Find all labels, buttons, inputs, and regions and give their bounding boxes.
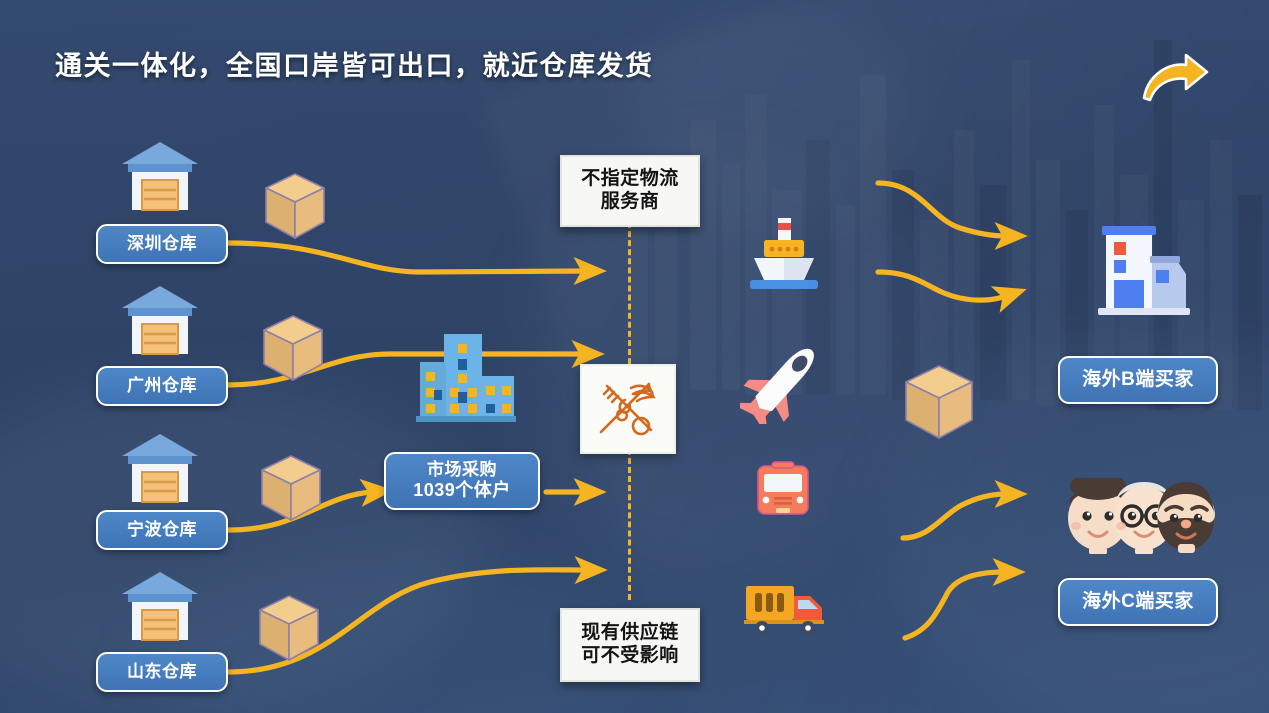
warehouse-icon	[118, 430, 202, 504]
buyer-label: 海外B端买家	[1082, 368, 1194, 390]
note-line2: 服务商	[600, 191, 660, 212]
warehouse-label: 广州仓库	[127, 375, 197, 395]
parcel-box-icon	[260, 312, 326, 386]
parcel-box-icon	[262, 170, 328, 244]
market-line1: 市场采购	[427, 460, 497, 480]
parcel-box-icon	[258, 452, 324, 526]
bus-icon	[752, 460, 814, 527]
warehouse-label: 山东仓库	[127, 661, 197, 681]
truck-icon	[742, 578, 828, 641]
note-supply-chain-unaffected: 现有供应链 可不受影响	[560, 608, 700, 682]
warehouse-icon	[118, 568, 202, 642]
curved-arrow-icon	[1138, 52, 1210, 106]
customs-emblem-icon	[580, 364, 676, 454]
market-procurement-badge[interactable]: 市场采购 1039个体户	[384, 452, 540, 510]
city-buildings-icon	[412, 330, 518, 427]
parcel-box-icon	[902, 362, 976, 444]
sidebar-item-warehouse-guangzhou[interactable]: 广州仓库	[96, 366, 228, 406]
sidebar-item-warehouse-shandong[interactable]: 山东仓库	[96, 652, 228, 692]
note-line1: 不指定物流	[581, 168, 679, 190]
warehouse-label: 宁波仓库	[127, 519, 197, 539]
warehouse-icon	[118, 138, 202, 212]
note-no-designated-logistics: 不指定物流 服务商	[560, 155, 700, 227]
buyer-b-badge[interactable]: 海外B端买家	[1058, 356, 1218, 404]
note-line2: 可不受影响	[581, 645, 679, 666]
note-line1: 现有供应链	[581, 622, 679, 644]
market-line2: 1039个体户	[413, 480, 511, 501]
warehouse-label: 深圳仓库	[127, 233, 197, 253]
parcel-box-icon	[256, 592, 322, 666]
airplane-icon	[736, 336, 830, 431]
warehouse-icon	[118, 282, 202, 356]
buyer-c-badge[interactable]: 海外C端买家	[1058, 578, 1218, 626]
page-title: 通关一体化，全国口岸皆可出口，就近仓库发货	[55, 51, 654, 81]
sidebar-item-warehouse-shenzhen[interactable]: 深圳仓库	[96, 224, 228, 264]
buyer-label: 海外C端买家	[1082, 590, 1194, 612]
sidebar-item-warehouse-ningbo[interactable]: 宁波仓库	[96, 510, 228, 550]
ship-icon	[742, 212, 826, 301]
overseas-building-icon	[1090, 218, 1194, 323]
overseas-people-icon	[1056, 472, 1216, 559]
